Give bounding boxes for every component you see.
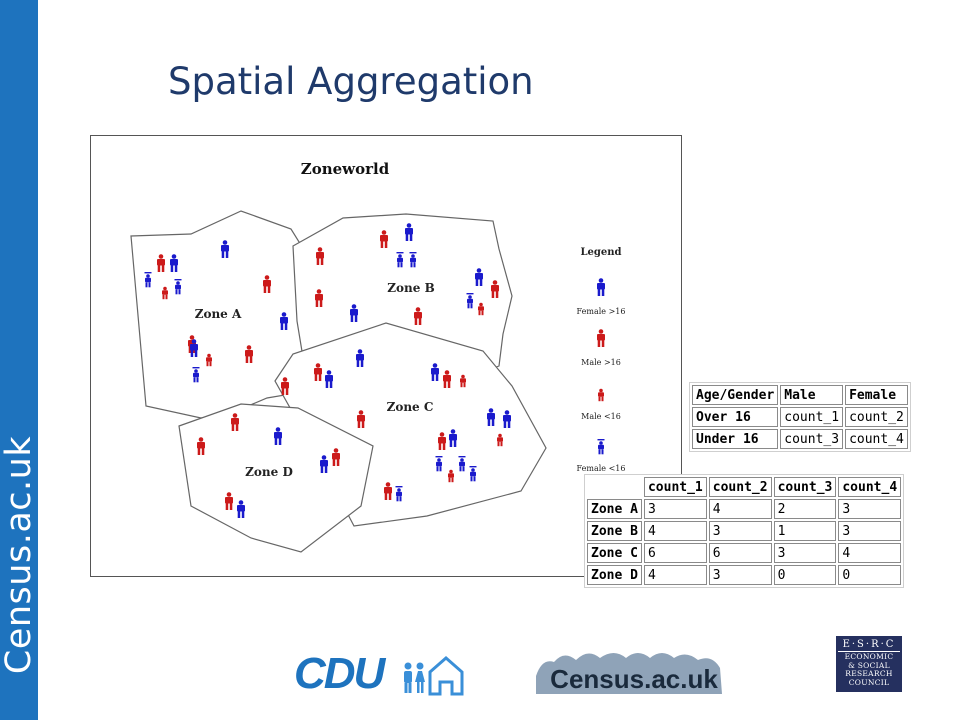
- legend-label: Male >16: [581, 358, 621, 367]
- table-row: count_1 count_2 count_3 count_4: [587, 477, 902, 497]
- counts-cell: 3: [838, 499, 902, 519]
- cdu-logo-text: CDU: [294, 649, 387, 696]
- counts-cell: 6: [643, 543, 707, 563]
- legend-male-child-icon: [598, 388, 604, 402]
- key-cell: count_4: [845, 429, 908, 449]
- zoneworld-diagram: Zoneworld Zone A Zone B Zone C Zone D: [90, 135, 682, 577]
- zone-a-label: Zone A: [195, 307, 242, 321]
- legend-label: Female <16: [577, 464, 626, 473]
- esrc-logo-line: ECONOMIC: [844, 652, 894, 661]
- counts-row-label: Zone A: [587, 499, 642, 519]
- legend-male-adult-icon: [597, 329, 605, 347]
- zone-b-label: Zone B: [387, 281, 434, 295]
- legend-label: Female >16: [577, 307, 626, 316]
- esrc-logo-line: RESEARCH: [845, 669, 893, 679]
- legend: Legend Female >16 Male >16 Male <16 Fema…: [577, 247, 626, 473]
- counts-row-label: Zone C: [587, 543, 642, 563]
- counts-table: count_1 count_2 count_3 count_4 Zone A 3…: [584, 474, 905, 588]
- counts-header-cell: count_4: [838, 477, 902, 497]
- zoneworld-svg: Zoneworld Zone A Zone B Zone C Zone D: [130, 160, 626, 553]
- counts-header-cell: count_1: [643, 477, 707, 497]
- key-header-cell: Age/Gender: [692, 385, 779, 405]
- diagram-title: Zoneworld: [301, 160, 390, 178]
- counts-cell: 0: [838, 565, 902, 585]
- legend-label: Male <16: [581, 412, 621, 421]
- counts-cell: 6: [708, 543, 772, 563]
- zone-c-label: Zone C: [387, 400, 434, 414]
- counts-cell: 3: [838, 521, 902, 541]
- counts-header-cell: count_2: [708, 477, 772, 497]
- table-row: Age/Gender Male Female: [692, 385, 908, 405]
- key-table: Age/Gender Male Female Over 16 count_1 c…: [689, 382, 911, 452]
- sidebar-brand-text: Census.ac.uk: [0, 435, 39, 675]
- key-cell: count_3: [780, 429, 844, 449]
- table-row: Under 16 count_3 count_4: [692, 429, 908, 449]
- counts-cell: 3: [708, 521, 772, 541]
- house-icon: [428, 656, 464, 696]
- counts-cell: 1: [773, 521, 837, 541]
- census-logo: Census.ac.uk: [536, 653, 722, 694]
- key-cell: count_1: [780, 407, 844, 427]
- esrc-logo: E·S·R·C ECONOMIC & SOCIAL RESEARCH COUNC…: [836, 636, 902, 692]
- counts-cell: 3: [708, 565, 772, 585]
- slide-title: Spatial Aggregation: [168, 60, 534, 103]
- counts-corner-cell: [587, 477, 642, 497]
- sidebar-band: Census.ac.uk: [0, 0, 39, 720]
- esrc-logo-line: COUNCIL: [848, 677, 890, 687]
- counts-cell: 0: [773, 565, 837, 585]
- table-row: Zone D 4 3 0 0: [587, 565, 902, 585]
- counts-cell: 3: [643, 499, 707, 519]
- esrc-logo-top: E·S·R·C: [838, 639, 900, 652]
- legend-title: Legend: [580, 247, 621, 258]
- family-icon: [404, 662, 425, 693]
- key-cell: count_2: [845, 407, 908, 427]
- legend-female-adult-icon: [597, 278, 605, 296]
- key-header-cell: Female: [845, 385, 908, 405]
- counts-row-label: Zone D: [587, 565, 642, 585]
- table-row: Zone B 4 3 1 3: [587, 521, 902, 541]
- key-header-cell: Male: [780, 385, 844, 405]
- census-logo-text: Census.ac.uk: [550, 664, 718, 694]
- counts-cell: 3: [773, 543, 837, 563]
- counts-cell: 4: [708, 499, 772, 519]
- counts-cell: 4: [838, 543, 902, 563]
- counts-row-label: Zone B: [587, 521, 642, 541]
- legend-female-child-icon: [597, 439, 605, 455]
- counts-cell: 2: [773, 499, 837, 519]
- zone-d-region: [178, 403, 374, 553]
- counts-cell: 4: [643, 521, 707, 541]
- crowd-silhouette-icon: [536, 653, 722, 694]
- table-row: Zone C 6 6 3 4: [587, 543, 902, 563]
- table-row: Zone A 3 4 2 3: [587, 499, 902, 519]
- counts-cell: 4: [643, 565, 707, 585]
- key-row-label: Under 16: [692, 429, 779, 449]
- table-row: Over 16 count_1 count_2: [692, 407, 908, 427]
- esrc-logo-line: & SOCIAL: [848, 660, 890, 670]
- zone-d-label: Zone D: [245, 465, 293, 479]
- cdu-logo: CDU: [294, 649, 464, 696]
- key-row-label: Over 16: [692, 407, 779, 427]
- counts-header-cell: count_3: [773, 477, 837, 497]
